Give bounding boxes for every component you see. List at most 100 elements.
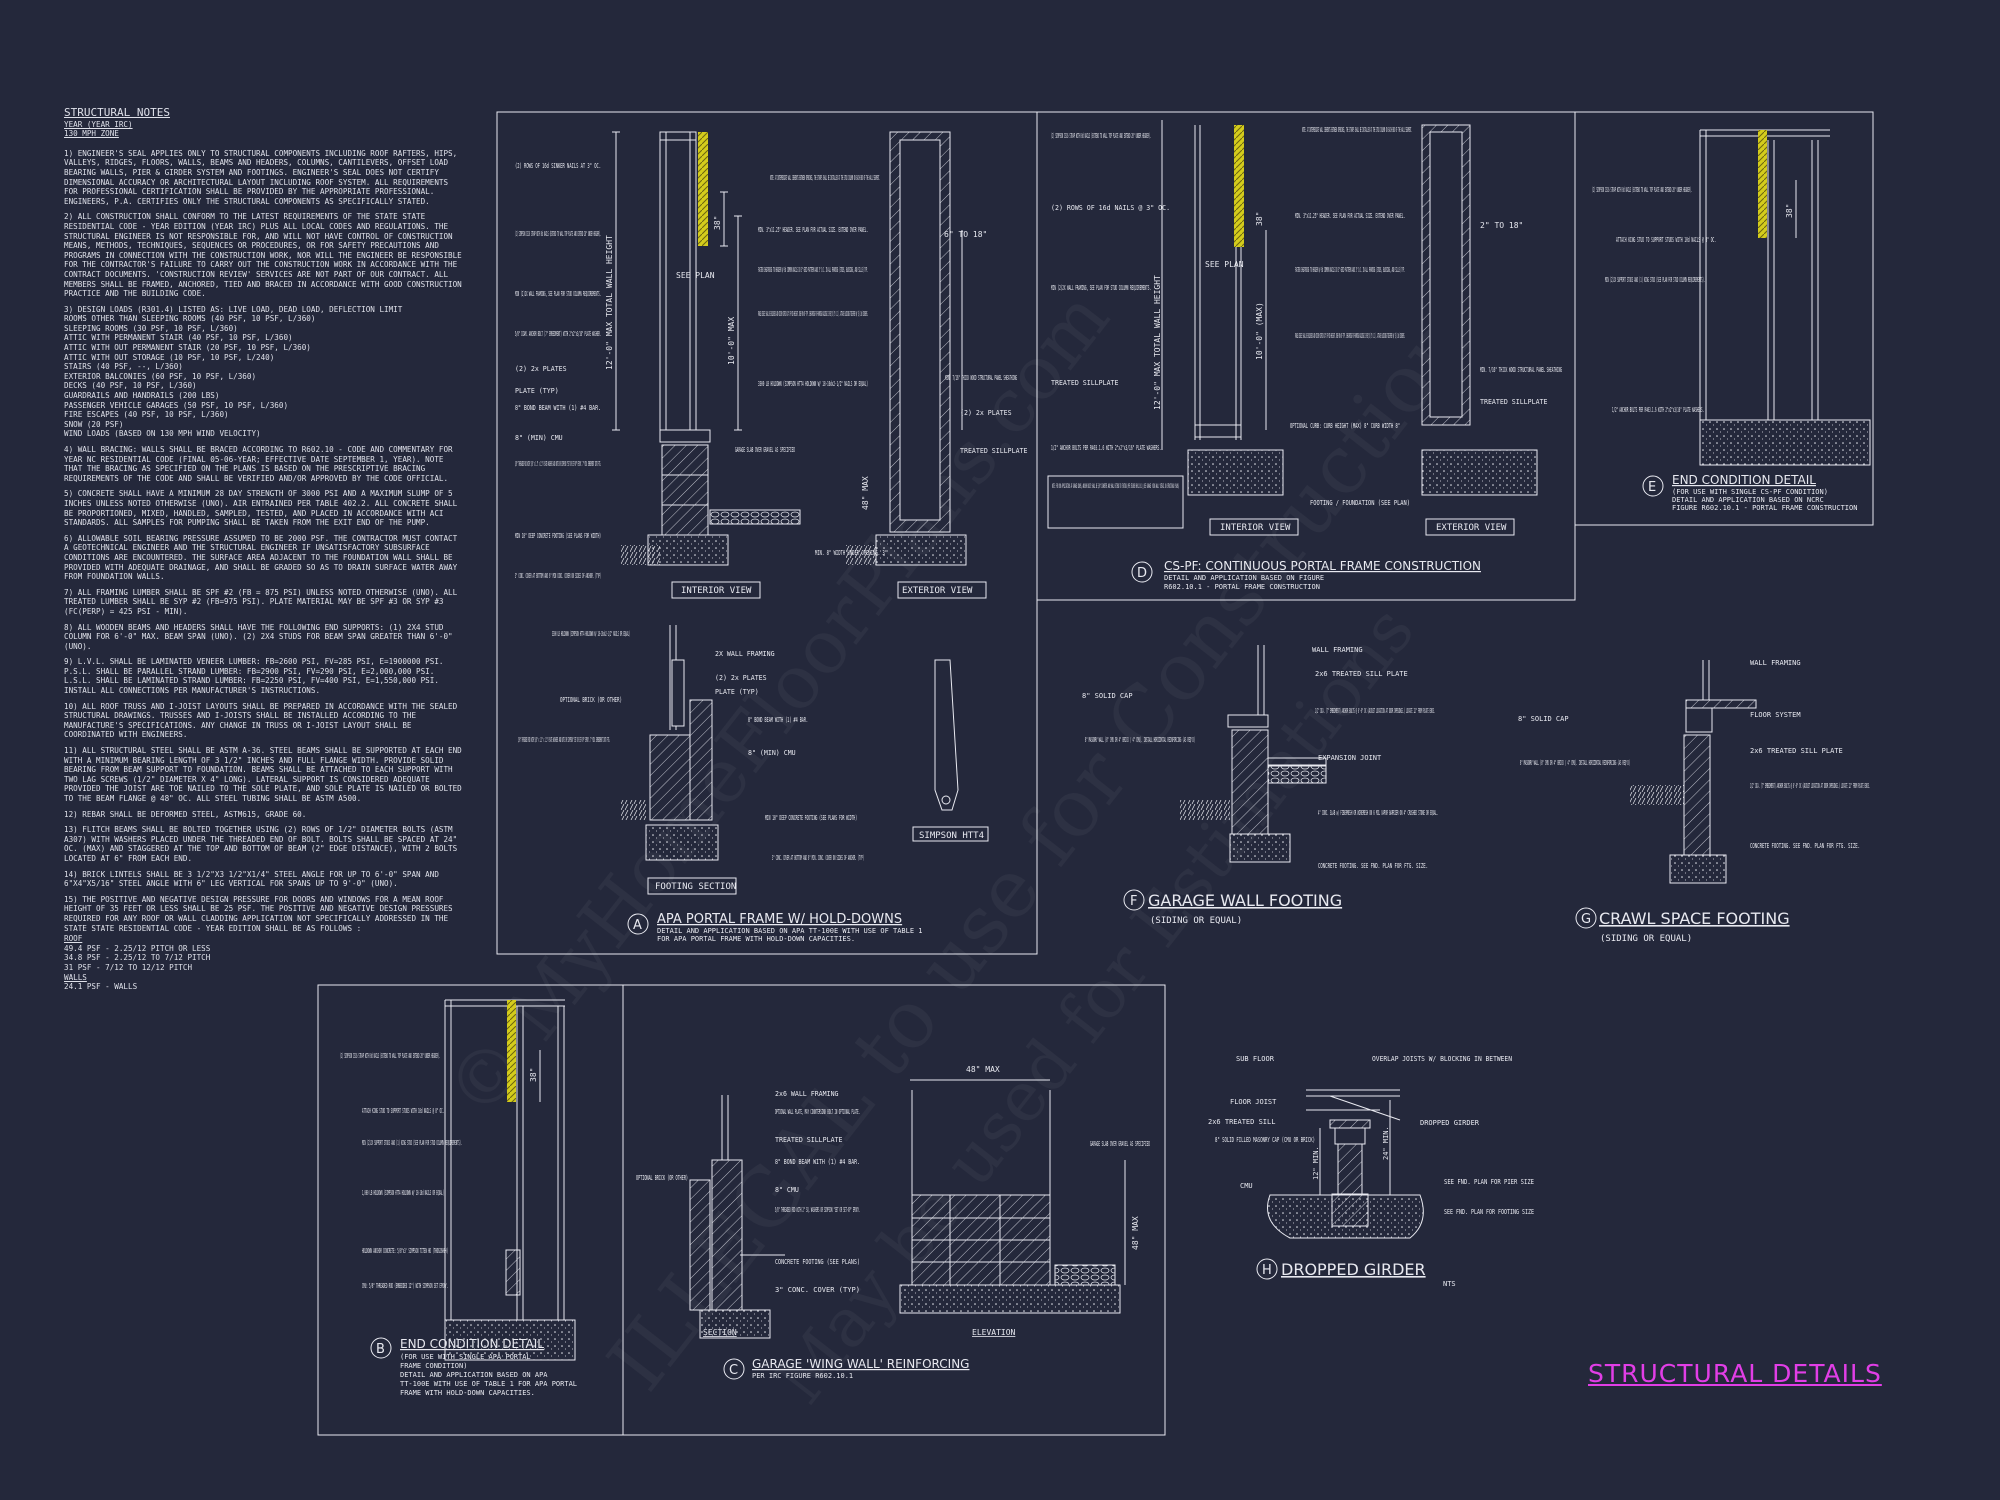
detail-c-section [689,1095,785,1339]
a-label: (2) SIMPSON CS16 STRAP WITH 8d NAILS (EX… [515,230,601,238]
d-note-box [1047,475,1184,529]
a-foot-label: 3300 LB HOLDOWN (SIMPSON HTT4 HOLDOWN W/… [552,630,630,638]
note-14: 14) BRICK LINTELS SHALL BE 3 1/2"x3 1/2"… [64,869,439,889]
a-label: 8" (MIN) CMU [515,434,563,442]
detail-d-title: CS-PF: CONTINUOUS PORTAL FRAME CONSTRUCT… [1164,559,1481,573]
notes-year: YEAR (YEAR IRC) [64,119,133,129]
g-label: WALL FRAMING [1750,659,1801,667]
c-section-label: SECTION [703,1328,737,1337]
load-line: SLEEPING ROOMS (30 PSF, 10 PSF, L/360) [64,323,238,333]
detail-a-exterior-view [846,131,987,599]
detail-a-sub2: FOR APA PORTAL FRAME WITH HOLD-DOWN CAPA… [657,935,855,943]
d-dim-header: 10'-0" (MAX) [1255,302,1264,360]
f-label: 4" CONC. SLAB w/ FIBERMESH OR WIREMESH O… [1318,809,1438,817]
e-label: (2) SIMPSON CS16 STRAP WITH 8d NAILS (EX… [1592,186,1692,194]
note-12: 12) REBAR SHALL BE DEFORMED STEEL, ASTM6… [64,809,307,819]
strap [1234,125,1244,247]
load-line: FIRE ESCAPES (40 PSF, 10 PSF, L/360) [64,410,229,420]
a-label: 8" BOND BEAM WITH (1) #4 BAR. [515,404,601,412]
detail-d-interior-view [1161,120,1299,536]
h-dim1: 12" MIN. [1312,1146,1320,1180]
h-label: SUB FLOOR [1236,1055,1275,1063]
d-interior-view-label: INTERIOR VIEW [1220,523,1291,533]
detail-g-marker [1575,907,1597,929]
note-3-heading: 3) DESIGN LOADS (R301.4) LISTED AS: LIVE… [64,304,403,314]
a-foot-label: 8" (MIN) CMU [748,749,796,757]
h-label: 2x6 TREATED SILL [1208,1118,1275,1126]
c-label: GARAGE SLAB OVER GRAVEL AS SPECIFIED [1090,1140,1150,1148]
detail-f-title: GARAGE WALL FOOTING [1148,891,1342,910]
d-dim-38: 38" [1255,212,1264,226]
a-label: (2) 2x PLATES [515,365,567,373]
note-8: 8) ALL WOODEN BEAMS AND HEADERS SHALL HA… [64,622,453,651]
detail-f-drawing [1180,645,1327,863]
note-11: 11) ALL STRUCTURAL STEEL SHALL BE ASTM A… [64,746,462,803]
detail-g-sub: (SIDING OR EQUAL) [1600,934,1692,944]
g-label: 8" MASONRY WALL (8" CMU OR 4" BRICK / 4"… [1520,759,1630,767]
a-label: (2) 2x PLATES [960,409,1012,417]
h-dim2: 24" MIN. [1382,1126,1390,1160]
detail-a-marker [627,913,649,935]
note-9: 9) L.V.L. SHALL BE LAMINATED VENEER LUMB… [64,657,444,696]
d-label: NOTE: AT INTERMEDIATE WALL SEGMENTS BETW… [1302,126,1412,134]
g-label: 1/2" DIA. (7" EMBEDMENT) ANCHOR BOLTS @ … [1750,782,1870,790]
c-label: 2x6 WALL FRAMING [775,1090,839,1098]
notes-zone: 130 mph ZONE [64,129,119,139]
a-dim-top: 6" TO 18" [944,230,987,239]
b-label: (2) SIMPSON CS16 STRAP WITH 8d NAILS (EX… [340,1052,440,1060]
f-label: WALL FRAMING [1312,646,1363,654]
load-line: PASSENGER VEHICLE GARAGES (50 PSF, 10 PS… [64,400,289,410]
e-dim: 38" [1785,204,1794,218]
roof-line: 31 PSF - 7/12 TO 12/12 PITCH [64,962,193,972]
g-label: 8" SOLID CAP [1518,715,1569,723]
a-label: GARAGE SLAB OVER GRAVEL AS SPECIFIED [735,446,795,454]
load-line: ATTIC WITH PERMANENT STAIR (40 PSF, 10 P… [64,333,293,343]
a-label: MIN 10" DEEP CONCRETE FOOTING (SEE PLANS… [515,532,601,540]
note-5: 5) CONCRETE SHALL HAVE A MINIMUM 28 DAY … [64,489,458,528]
sheet-title: STRUCTURAL DETAILS [1588,1359,1882,1388]
detail-b-marker [370,1337,392,1359]
a-foot-label: (2) 2x PLATES [715,674,767,682]
h-label: CMU [1240,1182,1253,1190]
c-label: CONCRETE FOOTING (SEE PLANS) [775,1258,860,1266]
d-note-box-text: NOTE: FOR CMU APPLICATIONS AT GARAGE DOO… [1052,482,1179,490]
detail-e-sub1: (FOR USE WITH SINGLE CS-PF CONDITION) [1672,488,1828,496]
c-label: 8" CMU [775,1186,799,1194]
a-exterior-view-label: EXTERIOR VIEW [902,586,973,596]
strap [507,1000,516,1102]
d-exterior-view-label: EXTERIOR VIEW [1436,523,1507,533]
c-label: 3" CONC. COVER (TYP) [775,1286,860,1294]
load-line: STAIRS (40 PSF, --, L/360) [64,362,183,372]
a-simpson-label: SIMPSON HTT4 [919,831,984,841]
a-label: 5/8" THREADED ROD WITH 5/8" x 1.5" x 1.5… [515,460,601,468]
h-label: FLOOR JOIST [1230,1098,1277,1106]
d-label: (2) ROWS OF 16d NAILS @ 3" OC. [1051,204,1170,212]
detail-b-drawing [444,999,576,1361]
detail-h-sub: NTS [1443,1280,1456,1288]
roof-heading: ROOF [64,934,83,944]
d-label: MIN (2)2X WALL FRAMING, SEE PLAN FOR STU… [1051,284,1151,292]
roof-line: 34.8 PSF - 2.25/12 TO 7/12 PITCH [64,953,211,963]
e-label: 1/2" ANCHOR BOLTS PER R403.1.6 WITH 2"x2… [1612,406,1704,414]
b-label: HOLDOWN ANCHOR CONCRETE: 5/8"x3' SIMPSON… [362,1247,448,1255]
d-label: 1/2" ANCHOR BOLTS PER R403.1.6 WITH 2"x2… [1051,444,1161,452]
d-label: OPTIONAL CURB: CURB HEIGHT (MAX) 8" CURB… [1290,422,1400,430]
detail-a-letter: A [633,918,642,933]
a-label: NOTE: AT INTERMEDIATE WALL SEGMENTS BETW… [770,174,880,182]
a-label: MIN. 3"x11.25" HEADER. SEE PLAN FOR ACTU… [758,226,868,234]
d-dim-wall: 12'-0" MAX TOTAL WALL HEIGHT [1153,275,1162,410]
b-label: CMU: 5/8" THREADED ROD (EMBEDDED 12") WI… [362,1282,448,1290]
a-foot-label: PLATE (TYP) [715,688,759,696]
a-foot-label: 5/8" THREADED ROD WITH 5/8" x 1.5" x 1.5… [518,736,610,744]
detail-a-footing-section [620,625,989,895]
a-label: FASTEN SHEATHING TO HEADER W/ 8d COMMON … [758,266,868,274]
detail-e-letter: E [1648,480,1656,495]
detail-b-sub4: TT-100E WITH USE OF TABLE 1 FOR APA PORT… [400,1380,577,1388]
note-10: 10) ALL ROOF TRUSS AND I-JOIST LAYOUTS S… [64,701,458,740]
d-label: MIN. 7/16" THICK WOOD STRUCTURAL PANEL S… [1480,366,1562,374]
d-label: FOOTING / FOUNDATION (SEE PLAN) [1310,499,1410,507]
note-15: 15) THE POSITIVE AND NEGATIVE DESIGN PRE… [64,894,453,933]
a-dim-48: 48" MAX [861,476,870,510]
a-label: PLATE (TYP) [515,387,559,395]
detail-e-border [1574,111,1874,526]
